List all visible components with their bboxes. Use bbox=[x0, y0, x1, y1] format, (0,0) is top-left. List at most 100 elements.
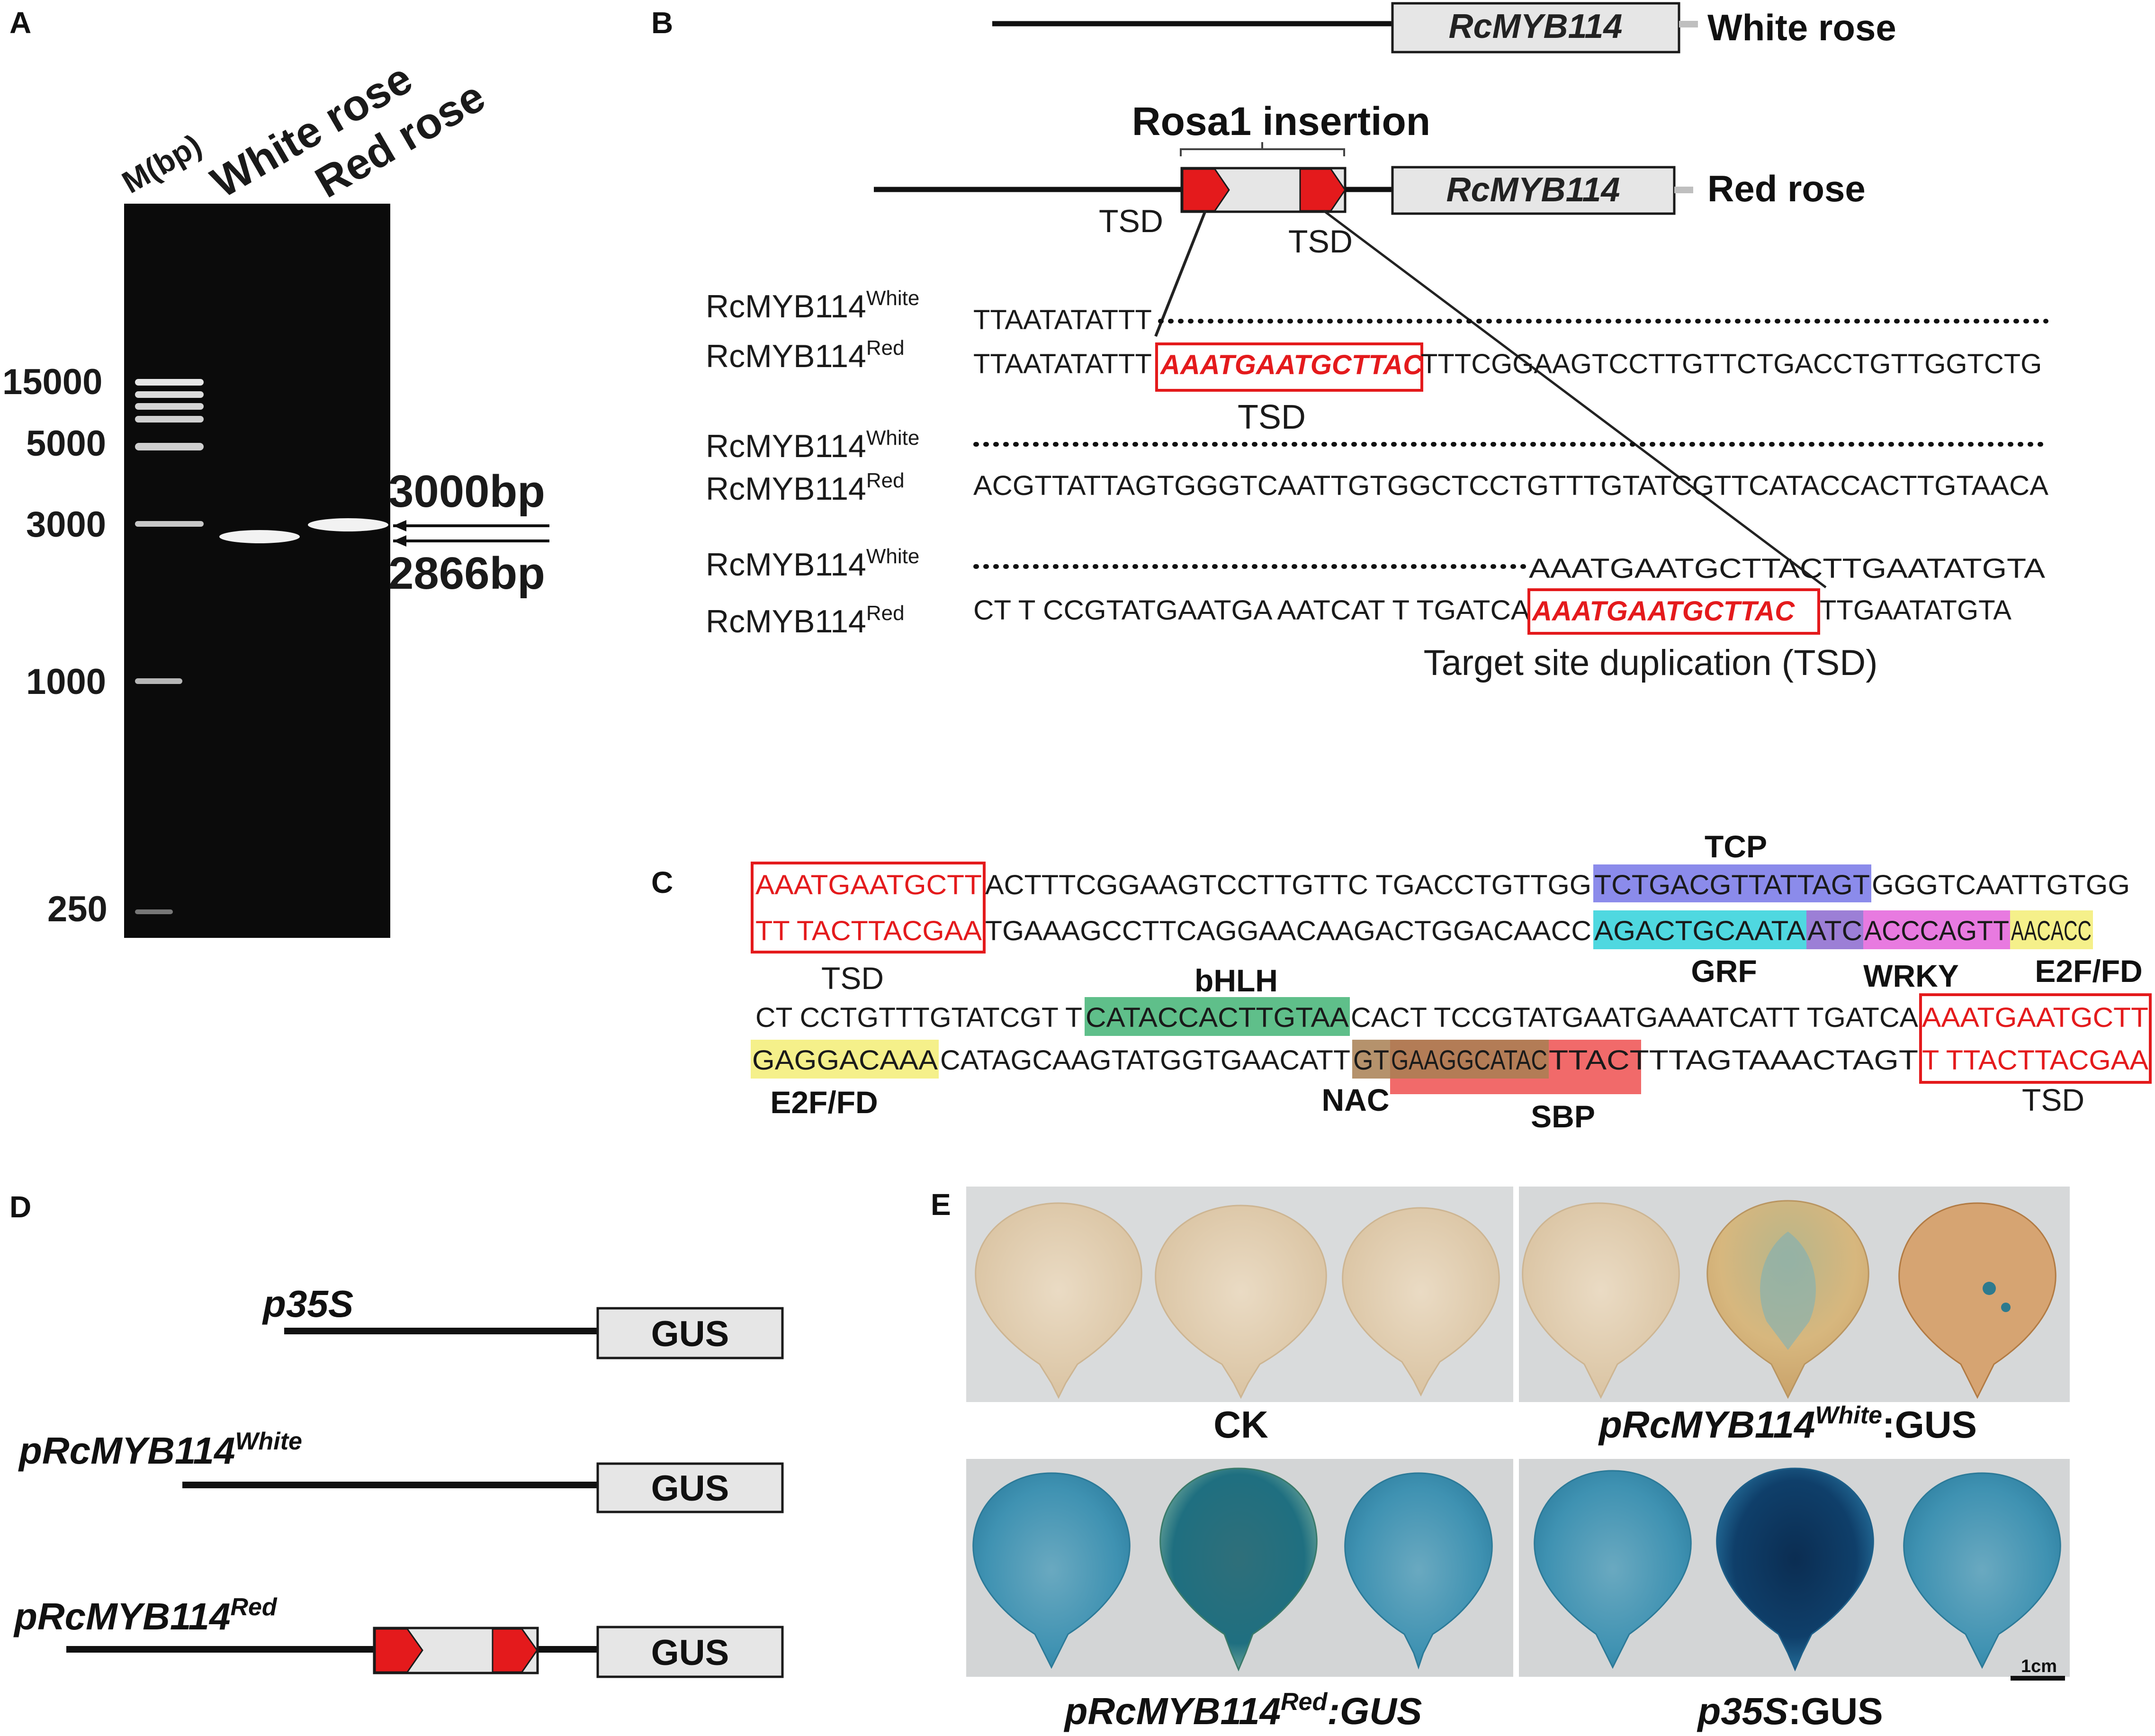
align-row3-white-name: RcMYB114White bbox=[706, 545, 919, 583]
leaves-p35s-gus bbox=[1534, 1467, 2061, 1672]
tsd-label-right: TSD bbox=[1288, 224, 1353, 260]
panel-label-c: C bbox=[651, 865, 673, 899]
caption-ck: CK bbox=[1213, 1403, 1268, 1446]
motif-line2-a: TGAAAGCCTTCAGGAACAAGACTGGACAACC bbox=[985, 916, 1591, 946]
align-row3-red-seq-post: TTGAATATGTA bbox=[1820, 595, 2011, 626]
gel-band-white-rose bbox=[219, 530, 300, 543]
marker-label-5000: 5000 bbox=[26, 423, 106, 464]
red-rose-gene-box bbox=[1391, 166, 1676, 215]
motif-tcp-highlight bbox=[1593, 864, 1871, 902]
insertion-bracket bbox=[1180, 142, 1345, 156]
align-row3-tsd-box bbox=[1527, 588, 1820, 635]
caption-red-gus: pRcMYB114Red:GUS bbox=[1064, 1688, 1422, 1732]
motif-label-grf: GRF bbox=[1691, 953, 1757, 989]
motif-label-tcp: TCP bbox=[1705, 829, 1767, 864]
construct-p35s-gus-label: GUS bbox=[651, 1314, 729, 1354]
align-row1-red-seq-post: TTTCGGAAGTCCTTGTTCTGACCTGTTGGTCTG bbox=[1421, 349, 2042, 379]
align-row3-white-seq: AAATGAATGCTTACTTGAATATGTA bbox=[1529, 553, 2045, 584]
motif-line2-e2f: AACACC bbox=[2011, 916, 2092, 946]
red-rose-gene-label: RcMYB114 bbox=[1446, 171, 1620, 209]
motif-label-wrky: WRKY bbox=[1863, 958, 1959, 993]
motif-line1-b: GGGTCAATTGTGG bbox=[1872, 870, 2130, 900]
align-row1-red-name: RcMYB114Red bbox=[706, 336, 905, 374]
motif-line1-tcp: TCTGACGTTATTAGT bbox=[1594, 870, 1870, 900]
motif-line4-b: TTACTTTAGTAAACTAGT bbox=[1549, 1045, 1918, 1076]
motif-line2-atc: ATC bbox=[1807, 916, 1862, 946]
panel-label-b: B bbox=[651, 6, 673, 40]
marker-label-250: 250 bbox=[47, 889, 108, 929]
align-row2-white-name: RcMYB114White bbox=[706, 426, 919, 464]
zoom-line-right bbox=[1323, 210, 1827, 588]
align-row3-red-tsd: AAATGAATGCTTAC bbox=[1531, 596, 1795, 627]
motif-label-sbp: SBP bbox=[1531, 1099, 1595, 1134]
tsd-arrow-right bbox=[1299, 168, 1346, 212]
align-row1-tsd-label: TSD bbox=[1238, 398, 1306, 436]
panel-label-d: D bbox=[9, 1190, 31, 1224]
construct-white-gus-box bbox=[596, 1462, 784, 1513]
white-rose-gene-label: RcMYB114 bbox=[1449, 8, 1623, 45]
align-row3-red-seq-pre: CT T CCGTATGAATGA AATCAT T TGATCA bbox=[973, 595, 1530, 626]
panel-label-e: E bbox=[931, 1187, 951, 1222]
align-row1-white-seq: TTAATATATTT bbox=[973, 305, 1152, 335]
motif-line4-a: CATAGCAAGTATGGTGAACATT bbox=[940, 1045, 1350, 1076]
align-row1-tsd-box bbox=[1155, 342, 1423, 392]
motif-e2f-highlight-bottom bbox=[751, 1040, 939, 1079]
gel-ladder bbox=[135, 379, 204, 914]
motif-label-tsd-right: TSD bbox=[2022, 1082, 2084, 1117]
tsd-arrow-left bbox=[1182, 168, 1230, 212]
scale-bar-label: 1cm bbox=[2021, 1656, 2057, 1676]
construct-p35s-label: p35S bbox=[262, 1283, 353, 1325]
motif-grf-highlight bbox=[1593, 910, 1806, 949]
construct-white-gus-label: GUS bbox=[651, 1468, 729, 1509]
scale-bar bbox=[2011, 1676, 2065, 1681]
align-row2-red-seq: ACGTTATTAGTGGGTCAATTGTGGCTCCTGTTTGTATCGT… bbox=[973, 470, 2048, 501]
motif-line3-a: CT CCTGTTTGTATCGT T bbox=[755, 1002, 1082, 1033]
gel-image bbox=[124, 204, 390, 938]
tsd-label-left: TSD bbox=[1099, 203, 1163, 239]
red-rose-label: Red rose bbox=[1707, 168, 1866, 209]
motif-line4-e2f: GAGGACAAA bbox=[752, 1045, 938, 1076]
marker-label-15000: 15000 bbox=[2, 362, 102, 402]
gel-lane-label-marker: M(bp) bbox=[116, 127, 207, 200]
motif-line2-grf: AGACTGCAATA bbox=[1594, 916, 1805, 946]
motif-line1-a: ACTTTCGGAAGTCCTTGTTC TGACCTGTTGG bbox=[985, 870, 1591, 900]
align-row3-red-name: RcMYB114Red bbox=[706, 602, 905, 639]
leaves-ck bbox=[975, 1202, 1500, 1399]
leaves-red-gus bbox=[972, 1467, 1493, 1672]
motif-line4-tsd: T TTACTTACGAA bbox=[1922, 1045, 2148, 1076]
band-label-2866bp: 2866bp bbox=[388, 548, 545, 599]
motif-tsd-box-left bbox=[751, 862, 986, 953]
construct-red-gus-label: GUS bbox=[651, 1633, 729, 1673]
motif-line4-sbp: GAAGGCATAC bbox=[1391, 1045, 1547, 1076]
white-rose-label: White rose bbox=[1707, 7, 1896, 48]
motif-line2-wrky: ACCCAGTT bbox=[1864, 916, 2009, 946]
construct-red-tsd-right bbox=[492, 1628, 538, 1673]
motif-label-e2f-top: E2F/FD bbox=[2035, 953, 2142, 989]
construct-white-label: pRcMYB114White bbox=[18, 1428, 302, 1472]
motif-line3-tsd: AAATGAATGCTT bbox=[1922, 1002, 2148, 1033]
motif-wrky-highlight bbox=[1863, 910, 2010, 949]
gel-band-red-rose bbox=[308, 518, 388, 531]
motif-nac-highlight bbox=[1352, 1040, 1549, 1079]
motif-label-bhlh: bHLH bbox=[1194, 963, 1278, 998]
white-rose-gene-box bbox=[1391, 2, 1680, 54]
motif-label-e2f-bottom: E2F/FD bbox=[770, 1085, 878, 1120]
motif-label-nac: NAC bbox=[1322, 1082, 1390, 1117]
tsd-caption: Target site duplication (TSD) bbox=[1424, 643, 1878, 683]
motif-line3-b: CACT TCCGTATGAATGAAATCATT TGATCA bbox=[1351, 1002, 1918, 1033]
motif-line2-tsd: TT TACTTACGAA bbox=[755, 916, 982, 946]
construct-red-tsd-left bbox=[374, 1628, 423, 1673]
motif-line4-nac: GT bbox=[1353, 1045, 1389, 1076]
panel-label-a: A bbox=[9, 6, 31, 40]
construct-red-gus-box bbox=[596, 1626, 784, 1678]
motif-e2f-highlight-top bbox=[2010, 910, 2093, 949]
align-row2-red-name: RcMYB114Red bbox=[706, 469, 905, 507]
zoom-line-left bbox=[1154, 210, 1207, 337]
marker-label-1000: 1000 bbox=[26, 662, 106, 702]
construct-p35s-gus-box bbox=[596, 1307, 784, 1359]
motif-line1-tsd: AAATGAATGCTT bbox=[755, 870, 982, 900]
align-row1-white-name: RcMYB114White bbox=[706, 287, 919, 324]
motif-tsd-box-right bbox=[1919, 993, 2152, 1084]
